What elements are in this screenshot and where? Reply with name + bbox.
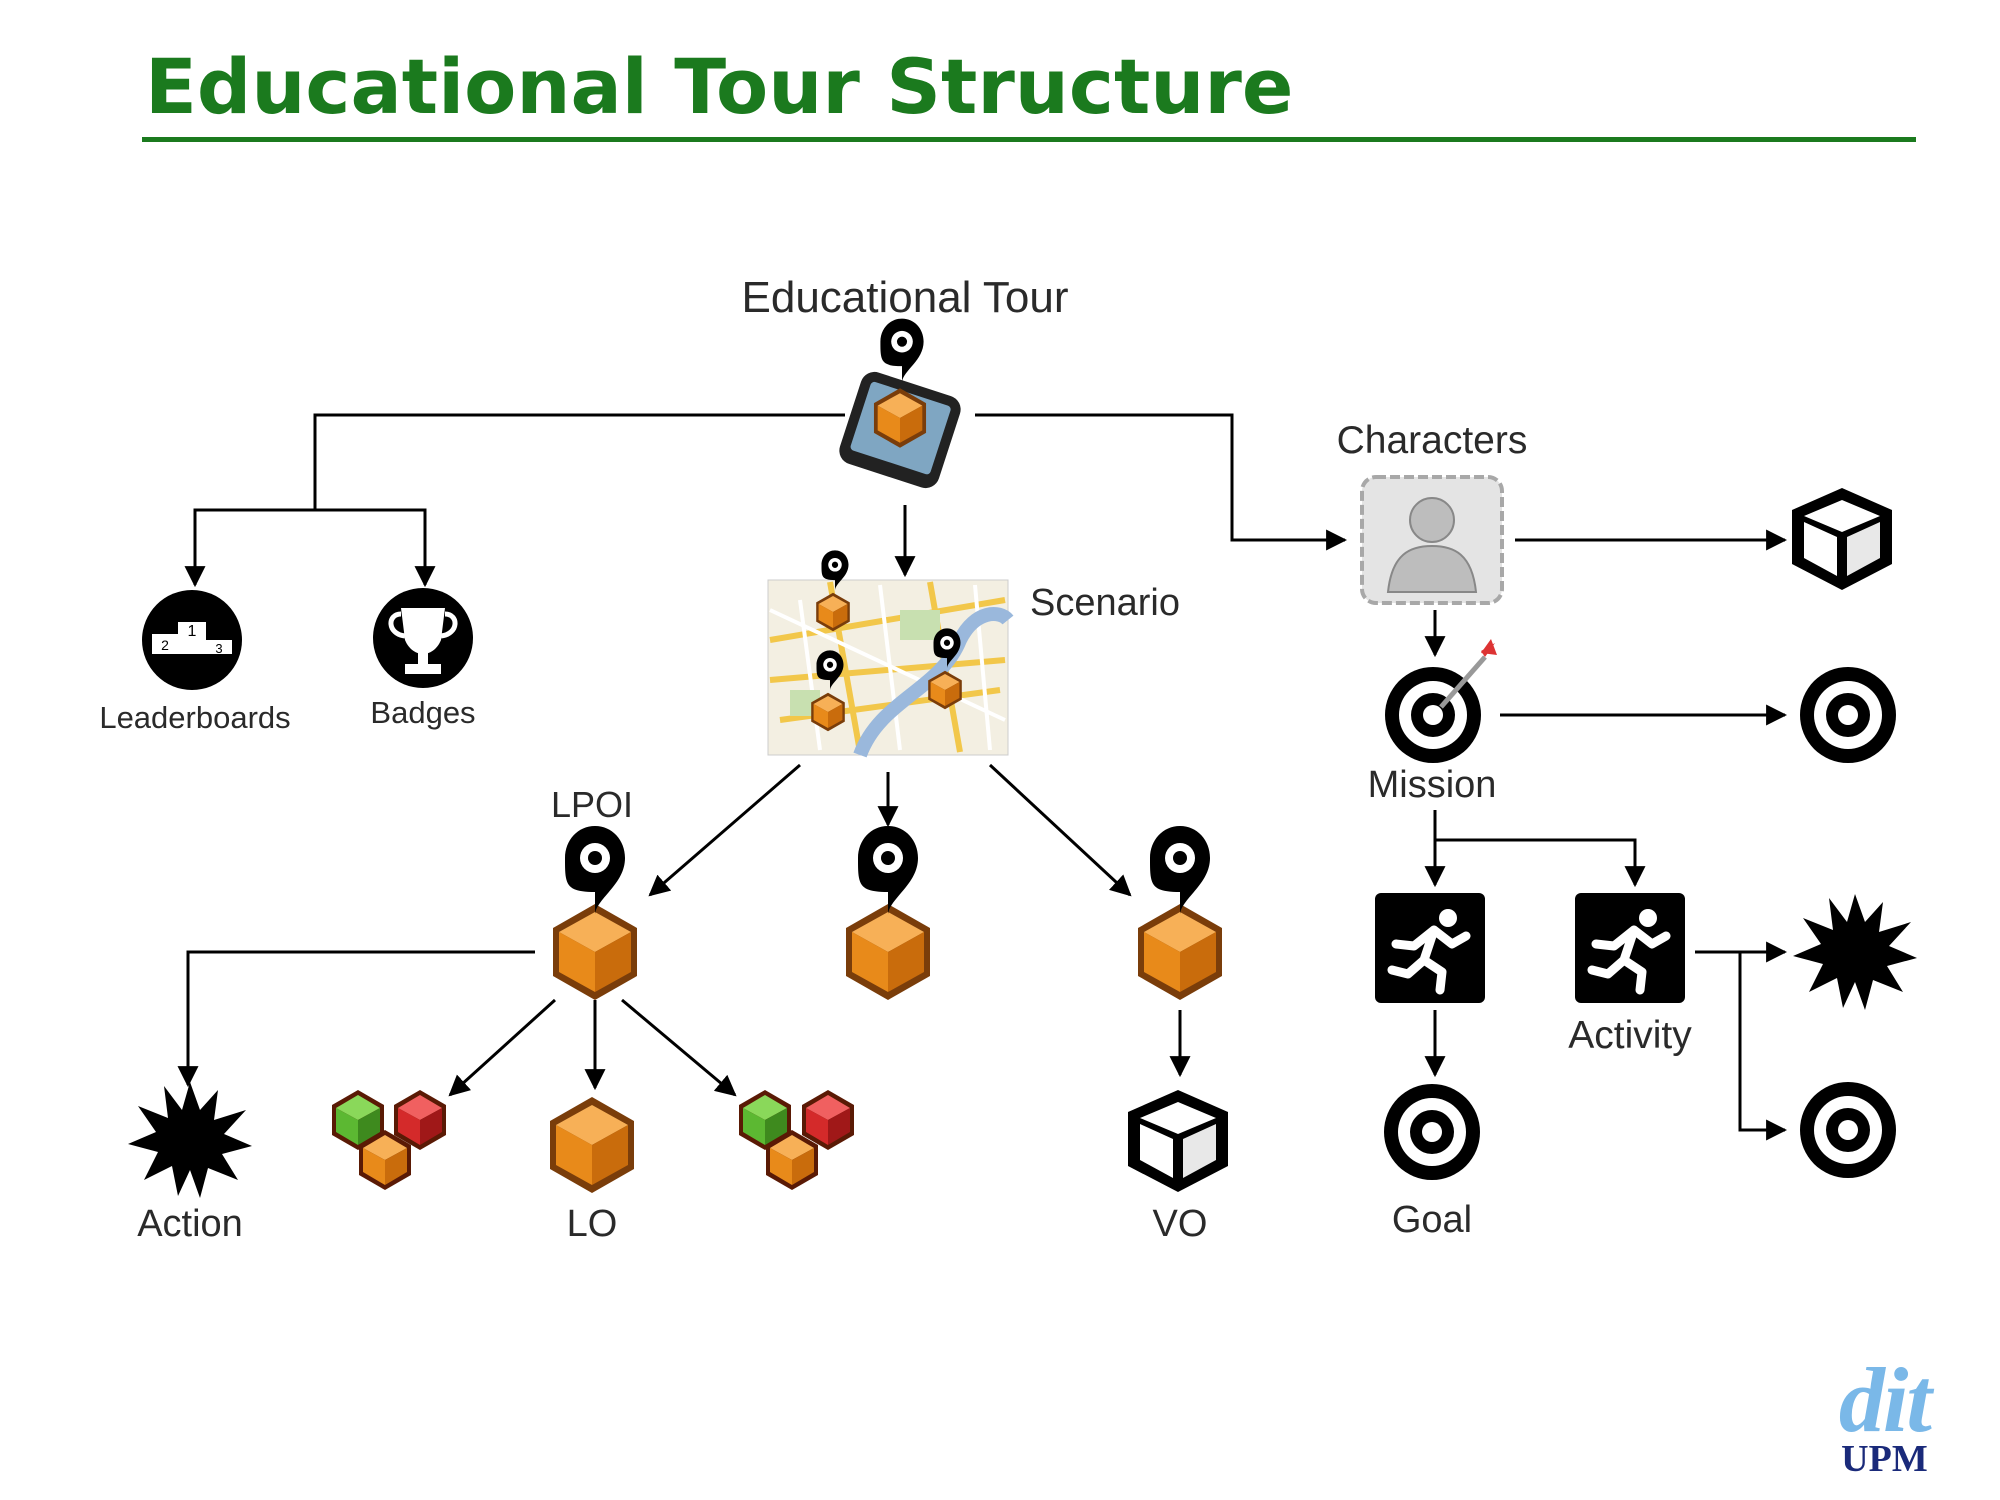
- mission-dartboard-icon: [1385, 639, 1497, 763]
- mission-goal-target-icon: [1800, 667, 1896, 763]
- activity-runner-icon-2: [1575, 893, 1685, 1003]
- logo-dit-mark: dit: [1838, 1349, 1932, 1451]
- mission-label: Mission: [1368, 764, 1497, 806]
- logo-upm-text: UPM: [1841, 1438, 1928, 1480]
- lo-cube-icon: [550, 1097, 634, 1193]
- character-portrait-icon: [1360, 475, 1504, 605]
- goal-target-icon: [1384, 1084, 1480, 1180]
- activity-runner-icon-1: [1375, 893, 1485, 1003]
- dit-upm-logo: dit UPM: [1838, 1349, 1932, 1480]
- tour-pin-icon: [880, 318, 924, 382]
- vo-label: VO: [1153, 1203, 1208, 1245]
- activity-action-burst-icon: [1793, 894, 1917, 1010]
- action-burst-icon: [128, 1082, 252, 1198]
- activity-label: Activity: [1568, 1014, 1692, 1057]
- lpoi-icon-2: [846, 826, 930, 1000]
- leaderboards-icon: 1 2 3: [142, 590, 242, 690]
- scenario-map-icon: [767, 579, 1014, 758]
- lo-cube-cluster-icon-right: [739, 1090, 854, 1190]
- lpoi-label: LPOI: [551, 784, 633, 825]
- leaderboards-label: Leaderboards: [99, 700, 290, 735]
- goal-label: Goal: [1392, 1199, 1472, 1241]
- badges-label: Badges: [370, 695, 475, 730]
- lpoi-icon-1: [553, 826, 637, 1000]
- action-label: Action: [137, 1203, 243, 1245]
- slide-title: Educational Tour Structure: [145, 42, 1294, 131]
- scenario-label: Scenario: [1030, 582, 1180, 624]
- title-underline: [142, 137, 1916, 142]
- vo-wirebox-icon: [1128, 1090, 1228, 1192]
- svg-text:3: 3: [215, 641, 222, 656]
- svg-text:2: 2: [161, 637, 169, 653]
- badges-trophy-icon: [373, 588, 473, 688]
- characters-label: Characters: [1337, 419, 1528, 462]
- lo-cube-cluster-icon-left: [332, 1090, 446, 1190]
- connectors: [177, 413, 1788, 1141]
- lo-label: LO: [567, 1203, 618, 1245]
- lpoi-icon-3: [1138, 826, 1222, 1000]
- educational-tour-label: Educational Tour: [742, 273, 1069, 322]
- svg-text:1: 1: [188, 623, 197, 640]
- activity-goal-target-icon: [1800, 1082, 1896, 1178]
- character-vo-wirebox-icon: [1792, 488, 1892, 590]
